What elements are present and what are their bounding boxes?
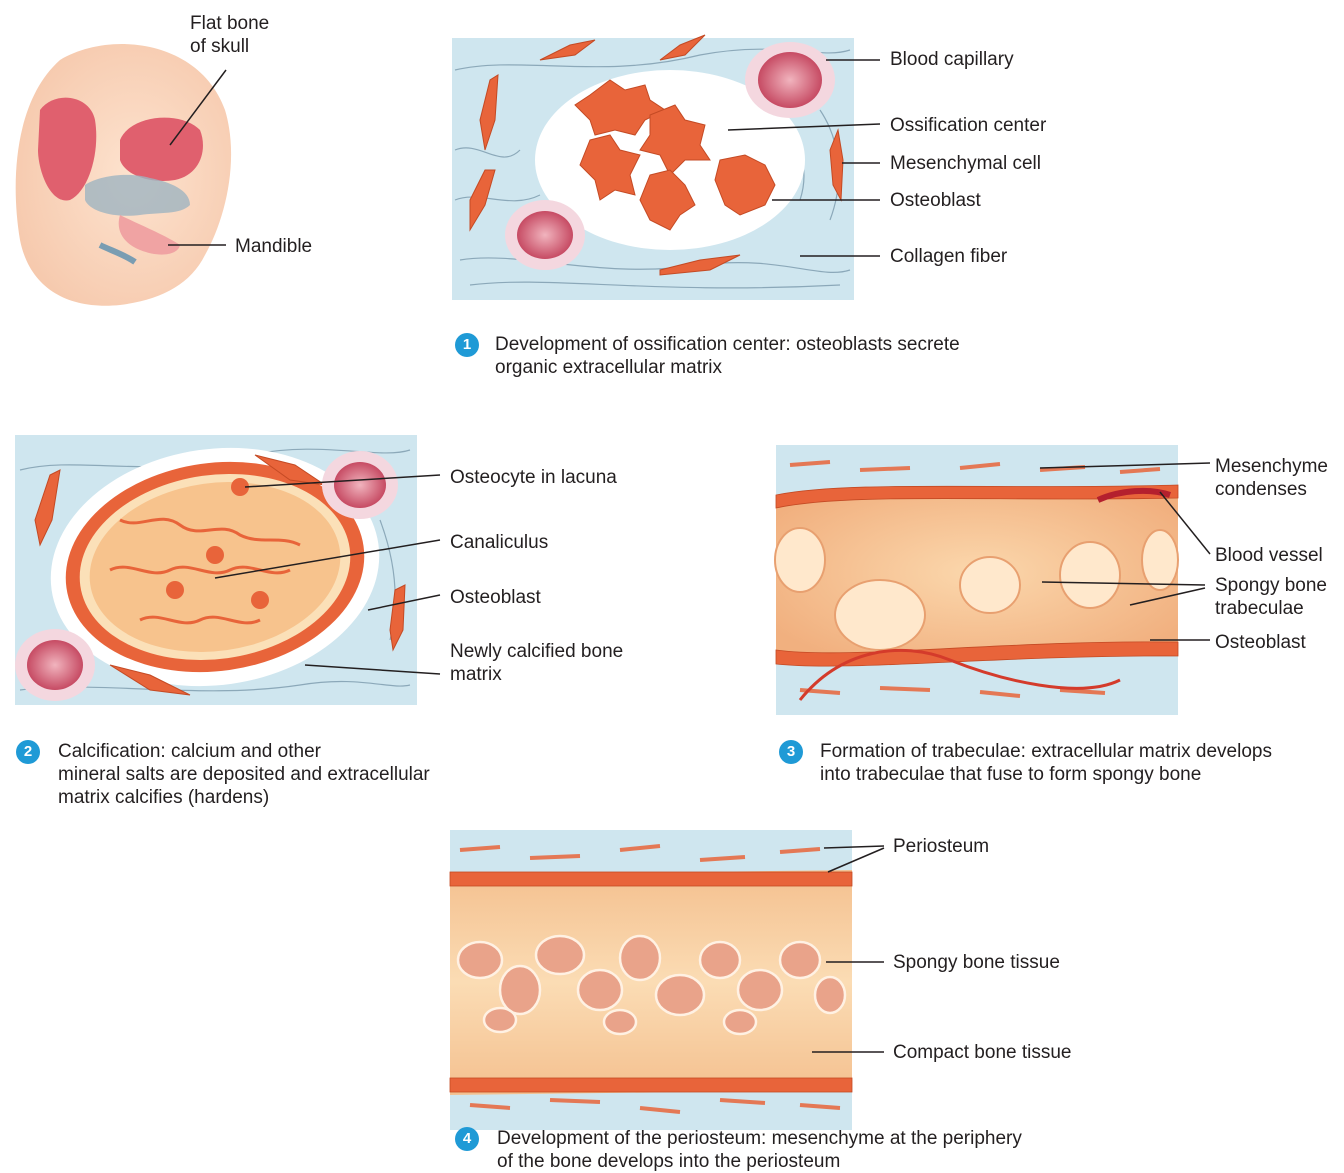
- panel-2-illustration: [15, 427, 440, 707]
- label-newly-calcified-bone-matrix: Newly calcified bone matrix: [450, 640, 623, 686]
- label-collagen-fiber: Collagen fiber: [890, 245, 1007, 268]
- label-flat-bone-of-skull: Flat bone of skull: [190, 12, 269, 58]
- label-ossification-center: Ossification center: [890, 114, 1046, 137]
- flat-bone-of-skull: [120, 118, 203, 181]
- label-mesenchymal-cell: Mesenchymal cell: [890, 152, 1041, 175]
- step-1-caption: Development of ossification center: oste…: [495, 333, 960, 379]
- label-osteoblast-1: Osteoblast: [890, 189, 981, 212]
- step-4-caption: Development of the periosteum: mesenchym…: [497, 1127, 1022, 1173]
- step-3-badge: 3: [779, 740, 803, 764]
- panel-3-illustration: [775, 445, 1210, 715]
- label-spongy-bone-trabeculae: Spongy bone trabeculae: [1215, 574, 1327, 620]
- step-1-badge: 1: [455, 333, 479, 357]
- label-blood-capillary: Blood capillary: [890, 48, 1014, 71]
- step-2-badge: 2: [16, 740, 40, 764]
- label-osteoblast-3: Osteoblast: [1215, 631, 1306, 654]
- step-3-caption: Formation of trabeculae: extracellular m…: [820, 740, 1272, 786]
- label-mesenchyme-condenses: Mesenchyme condenses: [1215, 455, 1328, 501]
- step-2-caption: Calcification: calcium and other mineral…: [58, 740, 430, 809]
- label-periosteum: Periosteum: [893, 835, 989, 858]
- label-canaliculus: Canaliculus: [450, 531, 548, 554]
- label-osteoblast-2: Osteoblast: [450, 586, 541, 609]
- label-mandible: Mandible: [235, 235, 312, 258]
- panel-4-illustration: [450, 830, 884, 1130]
- step-4-badge: 4: [455, 1127, 479, 1151]
- label-osteocyte-in-lacuna: Osteocyte in lacuna: [450, 466, 617, 489]
- panel-1-illustration: [452, 35, 880, 300]
- label-compact-bone-tissue: Compact bone tissue: [893, 1041, 1072, 1064]
- label-spongy-bone-tissue: Spongy bone tissue: [893, 951, 1060, 974]
- label-blood-vessel: Blood vessel: [1215, 544, 1323, 567]
- infant-skull-illustration: [16, 44, 231, 306]
